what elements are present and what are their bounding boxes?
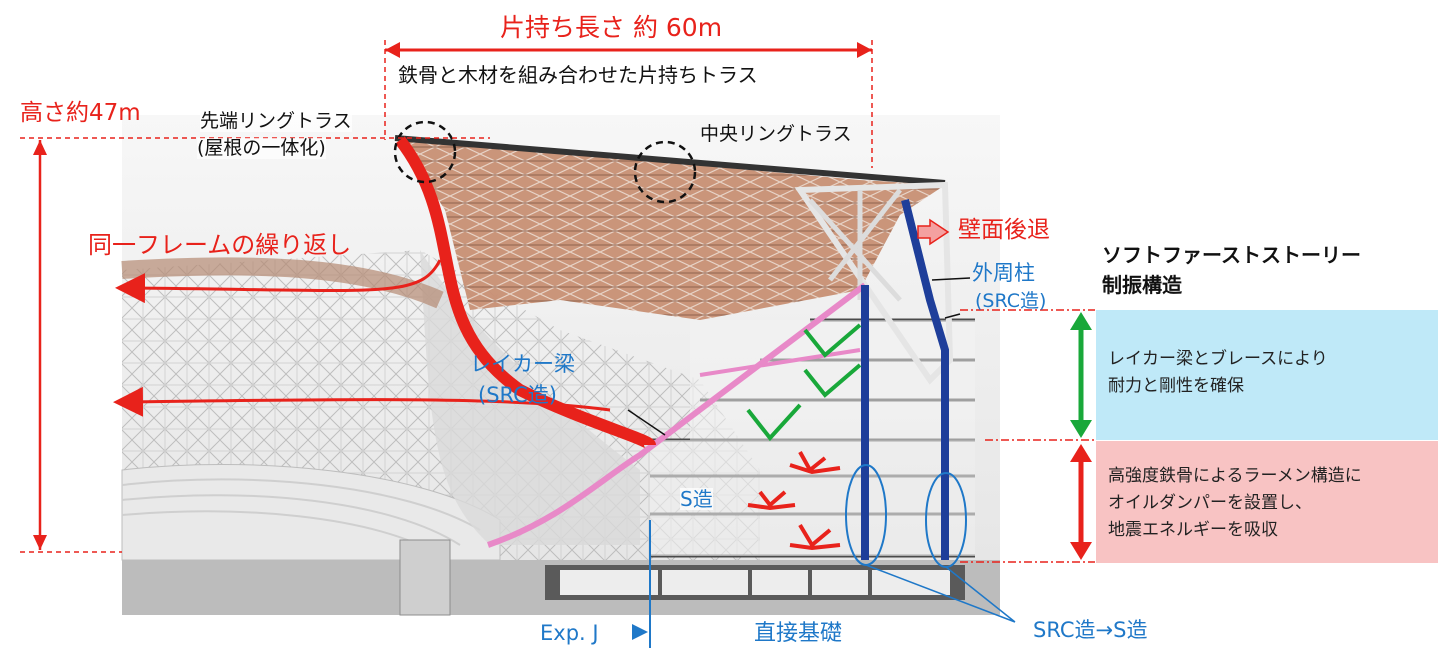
outer-column-label: 外周柱 [972,261,1035,285]
center-ring-truss-label: 中央リングトラス [700,123,852,145]
span-length-label: 片持ち長さ 約 60m [500,13,723,42]
height-label: 高さ約47m [20,100,141,126]
upper-description-box: レイカー梁とブレースにより 耐力と剛性を確保 [1096,310,1438,440]
structure-photo-area [121,115,1000,616]
src-to-s-label: SRC造→S造 [1033,618,1148,642]
soft-story-title: ソフトファーストストーリー [1102,243,1361,267]
raker-beam-note: (SRC造) [478,383,557,407]
upper-box-line1: レイカー梁とブレースにより [1108,349,1328,369]
wall-setback-label: 壁面後退 [958,217,1050,243]
s-structure-label: S造 [680,487,713,511]
tip-ring-truss-label: 先端リングトラス [200,110,352,132]
exp-j-label: Exp. J [540,621,599,645]
direct-foundation-label: 直接基礎 [754,621,843,646]
truss-description: 鉄骨と木材を組み合わせた片持ちトラス [398,63,758,87]
outer-column-note: (SRC造) [975,290,1047,312]
raker-beam-label: レイカー梁 [470,352,575,376]
dimension-lines [20,40,1095,563]
structural-highlights [113,120,1016,648]
tip-ring-truss-note: (屋根の一体化) [197,137,326,159]
soft-story-subtitle: 制振構造 [1102,273,1182,297]
lower-description-box: 高強度鉄骨によるラーメン構造に オイルダンパーを設置し、 地震エネルギーを吸収 [1096,441,1438,563]
repeat-frame-label: 同一フレームの繰り返し [88,231,352,259]
upper-box-line2: 耐力と剛性を確保 [1108,376,1244,396]
lower-box-line1: 高強度鉄骨によるラーメン構造に [1108,466,1362,486]
lower-box-line3: 地震エネルギーを吸収 [1108,520,1278,540]
lower-box-line2: オイルダンパーを設置し、 [1108,493,1312,513]
